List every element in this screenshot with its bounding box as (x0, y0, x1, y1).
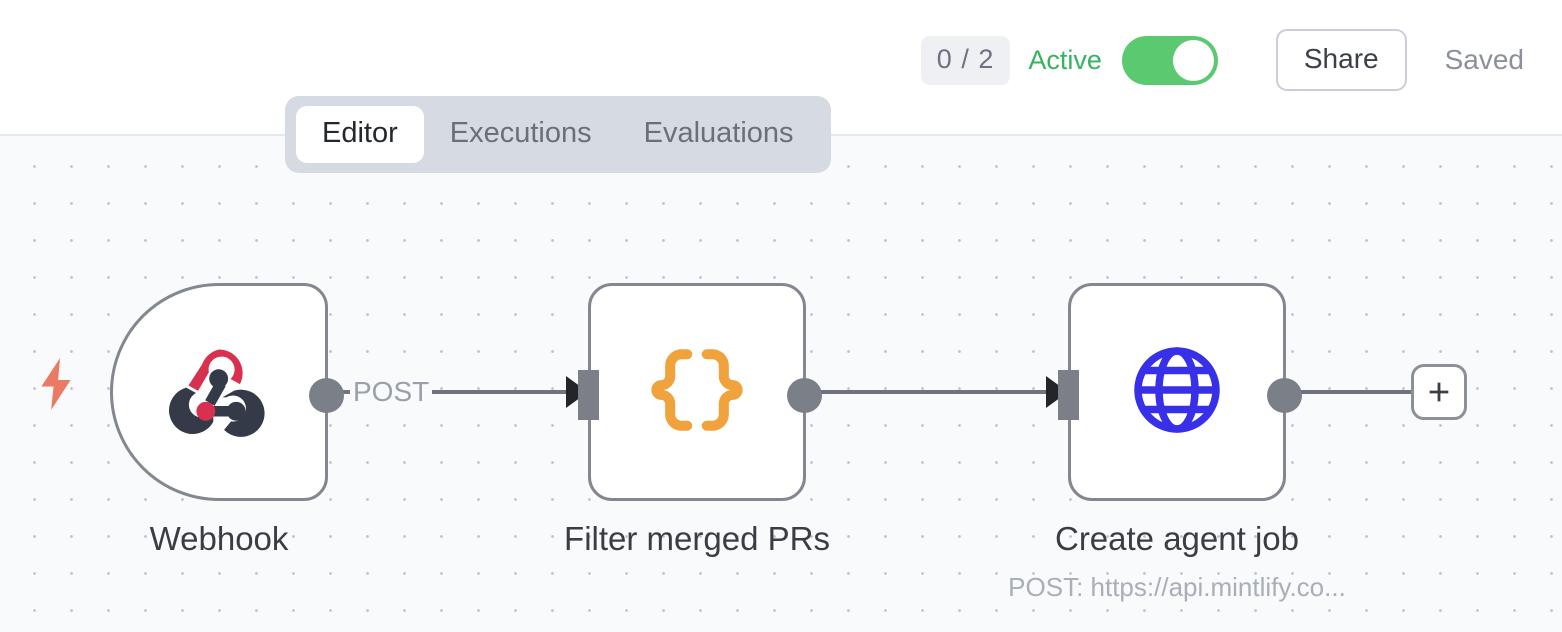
node-filter[interactable] (578, 283, 822, 501)
lightning-bolt-icon (36, 358, 76, 415)
workflow-active-toggle[interactable] (1121, 35, 1218, 85)
node-webhook[interactable] (110, 283, 344, 501)
saved-status-label: Saved (1444, 44, 1524, 75)
globe-icon (1129, 342, 1225, 443)
view-tabs: Editor Executions Evaluations (285, 96, 831, 173)
node-label-webhook: Webhook (149, 520, 289, 557)
input-port-filter[interactable] (578, 370, 599, 420)
node-sublabel-http: POST: https://api.mintlify.co... (1008, 572, 1346, 602)
edge-filter-to-http[interactable] (816, 390, 1048, 394)
header-actions: 0 / 2 Active Share Saved (920, 0, 1524, 120)
active-status-label: Active (1028, 44, 1102, 75)
toggle-knob (1172, 39, 1214, 81)
node-http-request[interactable] (1058, 283, 1302, 501)
add-node-button[interactable] (1411, 364, 1467, 420)
tab-editor[interactable]: Editor (296, 106, 424, 163)
tab-executions[interactable]: Executions (449, 117, 592, 149)
output-port-filter[interactable] (787, 378, 822, 413)
input-port-http[interactable] (1058, 370, 1079, 420)
workflow-canvas[interactable]: POST (0, 136, 1562, 632)
curly-braces-icon (645, 338, 749, 447)
edge-http-to-add[interactable] (1296, 390, 1414, 394)
node-label-http: Create agent job (1054, 520, 1299, 557)
edge-webhook-to-filter[interactable] (336, 390, 568, 394)
output-port-webhook[interactable] (309, 378, 344, 413)
output-port-http[interactable] (1267, 378, 1302, 413)
execution-count-badge: 0 / 2 (920, 35, 1011, 85)
webhook-icon (165, 336, 273, 449)
edge-label-post: POST (350, 376, 433, 408)
plus-icon (1429, 382, 1449, 402)
node-label-filter: Filter merged PRs (564, 520, 830, 557)
tab-evaluations[interactable]: Evaluations (643, 117, 794, 149)
share-button[interactable]: Share (1275, 29, 1407, 91)
